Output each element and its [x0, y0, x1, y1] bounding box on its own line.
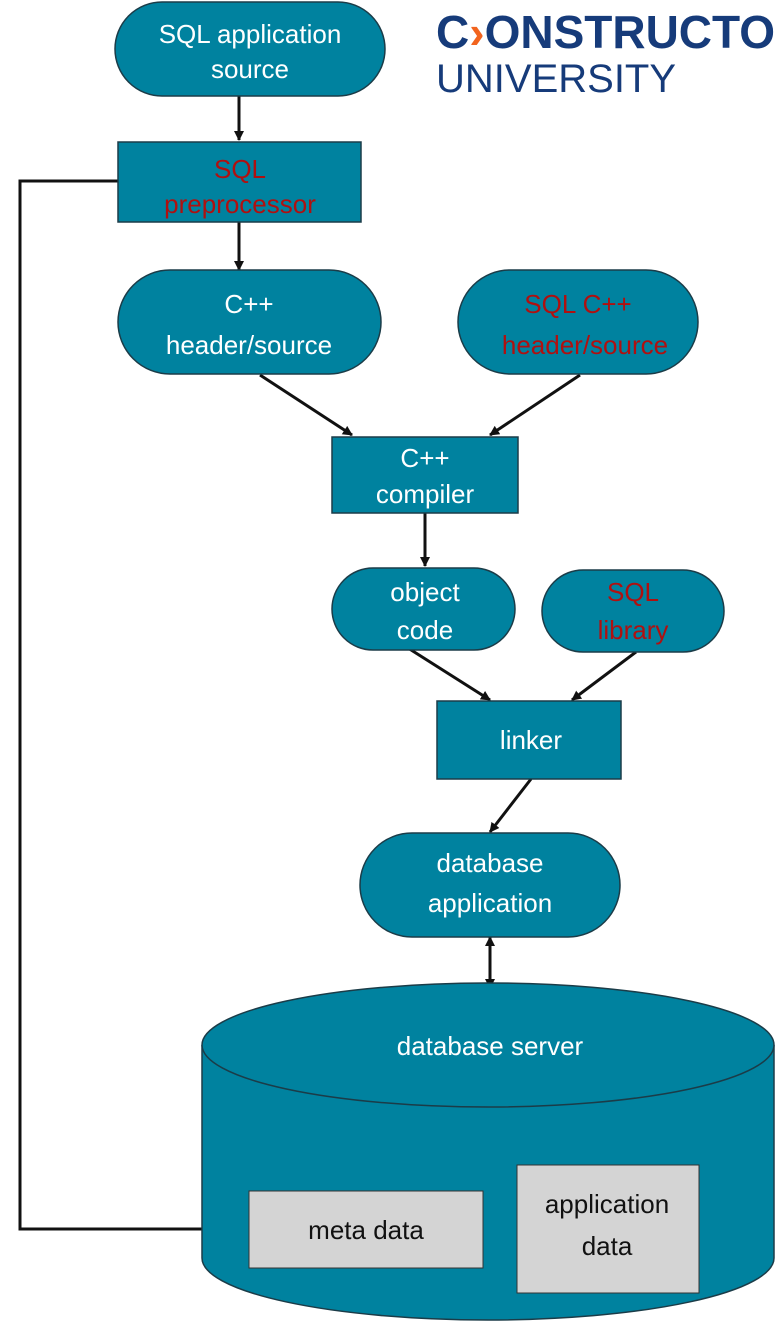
arrow-sqlheader-to-compiler — [489, 373, 581, 437]
sql-cpp-header-line-2: header/source — [502, 330, 668, 360]
node-object-code: object code — [331, 567, 516, 651]
arrow-object-to-linker — [407, 646, 491, 702]
arrow-preprocessor-to-metadata — [18, 179, 248, 1234]
sql-source-line-1: SQL application — [159, 19, 342, 49]
logo-rest: ONSTRUCTO — [485, 6, 776, 58]
node-cpp-compiler: C++ compiler — [331, 436, 519, 514]
node-cpp-header-source: C++ header/source — [117, 269, 382, 375]
node-sql-application-source: SQL application source — [114, 1, 386, 97]
logo-chevron: › — [469, 6, 484, 58]
node-database-application: database application — [359, 832, 621, 938]
app-data-line-1: application — [545, 1189, 669, 1219]
meta-data-label: meta data — [308, 1215, 424, 1245]
database-cylinder-top — [201, 982, 775, 1108]
linker-label: linker — [500, 725, 562, 755]
object-code-line-2: code — [397, 615, 453, 645]
logo-c: C — [436, 6, 469, 58]
logo-line-1: C›ONSTRUCTO — [436, 6, 775, 58]
logo-line-2: UNIVERSITY — [436, 57, 676, 101]
sql-cpp-header-line-1: SQL C++ — [524, 289, 631, 319]
preprocessor-line-2: preprocessor — [164, 189, 316, 219]
db-app-line-2: application — [428, 888, 552, 918]
preprocessor-line-1: SQL — [214, 154, 266, 184]
node-sql-library: SQL library — [541, 569, 725, 653]
node-sql-preprocessor: SQL preprocessor — [117, 141, 362, 223]
db-server-label: database server — [397, 1031, 584, 1061]
connectors — [18, 96, 637, 1234]
compiler-line-2: compiler — [376, 479, 475, 509]
object-code-line-1: object — [390, 577, 460, 607]
db-app-line-1: database — [437, 848, 544, 878]
arrow-header-to-compiler — [259, 373, 353, 437]
compiler-line-1: C++ — [400, 443, 449, 473]
cpp-header-line-1: C++ — [224, 289, 273, 319]
cpp-header-line-2: header/source — [166, 330, 332, 360]
node-sql-cpp-header-source: SQL C++ header/source — [457, 269, 699, 375]
sql-library-line-2: library — [598, 615, 669, 645]
node-meta-data: meta data — [248, 1190, 484, 1269]
node-application-data: application data — [516, 1164, 700, 1294]
node-linker: linker — [436, 700, 622, 780]
app-data-line-2: data — [582, 1231, 633, 1261]
sql-source-line-2: source — [211, 54, 289, 84]
arrow-library-to-linker — [571, 650, 637, 702]
constructor-university-logo: C›ONSTRUCTO UNIVERSITY — [436, 6, 775, 101]
sql-library-line-1: SQL — [607, 577, 659, 607]
arrow-linker-to-dbapp — [488, 778, 533, 833]
